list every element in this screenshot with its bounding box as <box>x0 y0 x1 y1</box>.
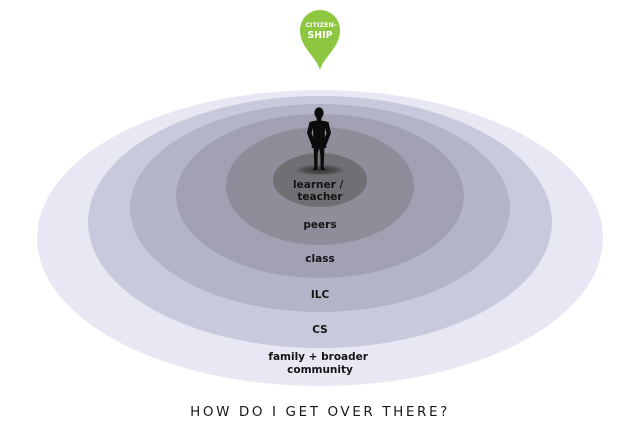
figure-shadow <box>292 164 348 176</box>
pin-label-line1: CITIZEN- <box>305 21 337 29</box>
ring-learner-teacher <box>273 153 367 207</box>
person-silhouette-icon <box>307 107 331 170</box>
label-class: class <box>305 253 334 265</box>
citizenship-pin-icon: CITIZEN- SHIP <box>300 10 340 70</box>
label-peers: peers <box>303 219 336 231</box>
label-family-community: family + broader community <box>268 351 371 376</box>
label-ilc: ILC <box>311 289 330 301</box>
pin-label-line2: SHIP <box>307 30 332 41</box>
label-cs: CS <box>312 324 327 336</box>
label-learner-teacher: learner / teacher <box>293 179 347 203</box>
diagram-caption: HOW DO I GET OVER THERE? <box>190 404 450 420</box>
